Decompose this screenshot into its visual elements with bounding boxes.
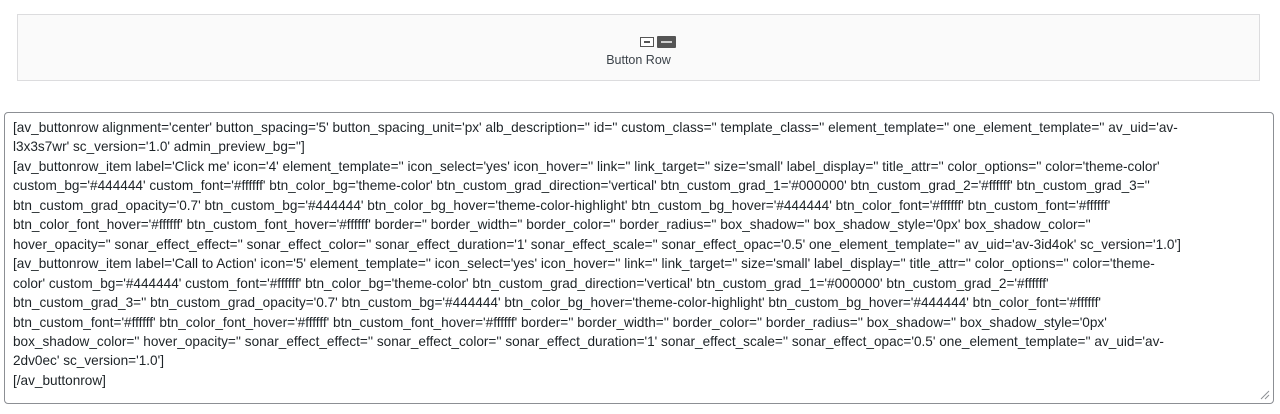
code-line: [/av_buttonrow] bbox=[13, 372, 106, 388]
code-line: btn_custom_grad_3='' btn_custom_grad_opa… bbox=[13, 295, 1101, 311]
code-line: 2dv0ec' sc_version='1.0'] bbox=[13, 353, 164, 369]
code-line: hover_opacity='' sonar_effect_effect='' … bbox=[13, 236, 1181, 252]
code-line: l3x3s7wr' sc_version='1.0' admin_preview… bbox=[13, 139, 305, 155]
shortcode-text[interactable]: [av_buttonrow alignment='center' button_… bbox=[13, 118, 1263, 390]
code-line: [av_buttonrow alignment='center' button_… bbox=[13, 120, 1178, 135]
code-line: box_shadow_color='' hover_opacity='' son… bbox=[13, 333, 1164, 349]
button-row-icon bbox=[640, 35, 676, 49]
code-line: [av_buttonrow_item label='Call to Action… bbox=[13, 256, 1155, 272]
code-line: color' custom_bg='#444444' custom_font='… bbox=[13, 275, 1049, 291]
code-line: btn_custom_font='#ffffff' btn_color_font… bbox=[13, 314, 1107, 330]
button-row-preview[interactable]: Button Row bbox=[17, 14, 1260, 81]
preview-label: Button Row bbox=[606, 53, 671, 67]
shortcode-textarea[interactable]: [av_buttonrow alignment='center' button_… bbox=[4, 112, 1274, 404]
code-line: [av_buttonrow_item label='Click me' icon… bbox=[13, 158, 1160, 174]
code-line: custom_bg='#444444' custom_font='#ffffff… bbox=[13, 178, 1150, 194]
code-line: btn_custom_grad_opacity='0.7' btn_custom… bbox=[13, 197, 1111, 213]
code-line: btn_color_font_hover='#ffffff' btn_custo… bbox=[13, 217, 1091, 233]
resize-handle-icon[interactable] bbox=[1260, 390, 1270, 400]
